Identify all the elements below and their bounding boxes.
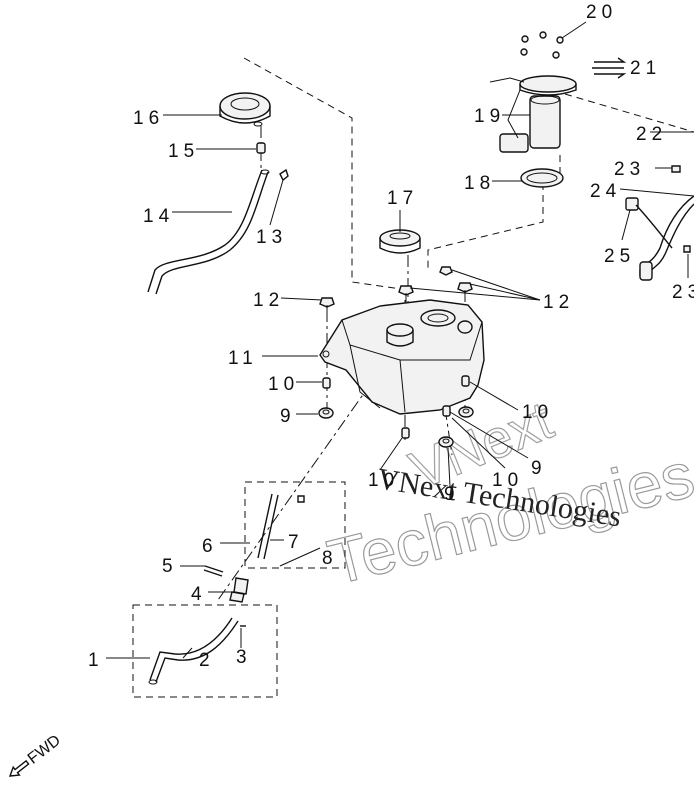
watermark: VNext Technologies VNext Technologies [320,390,694,599]
callout-6: 6 [202,536,218,557]
callout-17: 17 [387,188,418,209]
callout-18: 18 [464,173,495,194]
part-4-fuel-fitting [229,577,249,603]
callout-23-bottom: 23 [672,282,694,303]
part-17-fuel-cap [379,229,421,254]
callout-7: 7 [288,532,304,553]
part-8-clamps [297,495,305,503]
callout-10-bottom-left: 10 [368,470,399,491]
forward-arrow-icon [8,759,30,777]
callout-25: 25 [604,246,635,267]
callout-16: 16 [133,108,164,129]
part-9-grommets [318,406,474,448]
callout-1: 1 [88,650,104,671]
callout-21: 21 [630,58,661,79]
callout-numbers: 16 15 14 13 17 12 12 11 10 9 10 9 9 10 1… [88,2,694,671]
clamp-group-box [244,481,346,569]
part-7-hose-section [257,493,279,560]
part-13-hose-clamp [279,168,289,182]
part-20-pump-screws [520,31,564,59]
part-25-fuel-line [625,195,694,281]
part-11-fuel-tank [319,299,485,415]
callout-14: 14 [143,206,174,227]
callout-9-right: 9 [531,458,547,479]
callout-10-left: 10 [268,374,299,395]
part-23-clamps [671,165,691,253]
callout-3: 3 [236,647,252,668]
forward-direction-indicator: FWD [8,732,64,777]
part-14-breather-hose [147,169,270,295]
part-19-fuel-pump [489,75,577,153]
callout-5: 5 [162,556,178,577]
part-18-pump-gasket [520,168,564,188]
callout-23-top: 23 [614,159,645,180]
callout-10-right: 10 [522,402,553,423]
part-5-spring-clamp [203,565,224,577]
leader-lines [106,21,694,659]
callout-19: 19 [474,106,505,127]
part-15-clip [256,142,266,154]
callout-11: 11 [228,348,258,369]
callout-22: 22 [636,124,667,145]
callout-10-bottom-right: 10 [492,470,523,491]
callout-15: 15 [168,141,199,162]
callout-2: 2 [199,650,215,671]
part-2-fuel-hose [148,617,239,685]
callout-24: 24 [590,181,621,202]
callout-8: 8 [322,548,338,569]
hose-group-box [132,604,278,698]
part-16-filler-cap-ring [219,92,271,127]
callout-12-left: 12 [253,290,284,311]
part-12-bolts [319,266,473,316]
callout-4: 4 [191,584,207,605]
part-21-arrow-marking [592,57,627,79]
fwd-label: FWD [25,732,64,768]
callout-13: 13 [256,227,287,248]
callout-9-bottom: 9 [444,484,460,505]
callout-12-right: 12 [543,292,574,313]
callout-9-left: 9 [280,406,296,427]
callout-20: 20 [586,2,617,23]
part-10-collars [322,375,470,439]
